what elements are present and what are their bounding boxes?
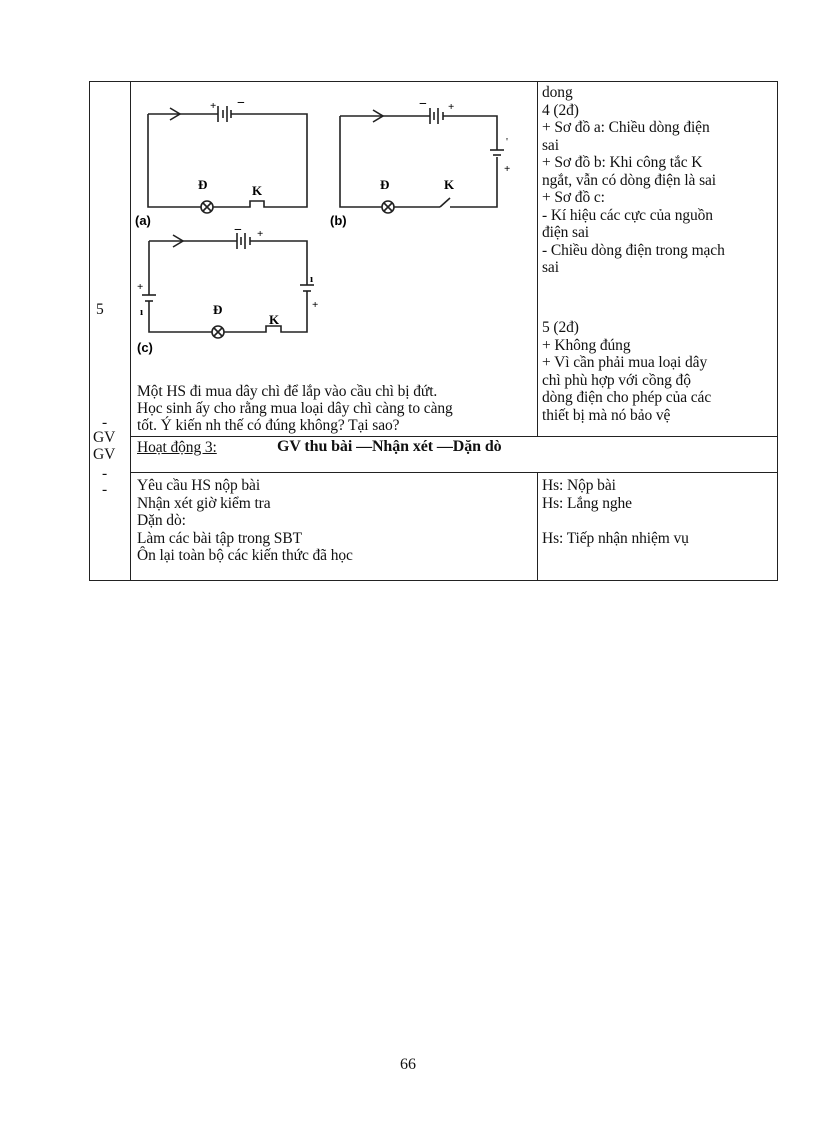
- column-divider-1: [130, 81, 131, 581]
- svg-text:+: +: [257, 228, 263, 240]
- table-border-right: [777, 81, 778, 581]
- svg-text:−: −: [237, 96, 245, 111]
- exercise-number: 5: [96, 301, 104, 318]
- answer-line: - Chiều dòng điện trong mạch: [542, 241, 725, 259]
- svg-text:K: K: [269, 312, 280, 327]
- answer-line: sai: [542, 259, 559, 276]
- page-number: 66: [400, 1056, 416, 1073]
- svg-text:+: +: [448, 101, 454, 113]
- svg-text:(c): (c): [137, 340, 153, 355]
- teacher-line: Dặn dò:: [137, 512, 186, 529]
- answer-line: dòng điện cho phép của các: [542, 389, 712, 406]
- answer-line: ngắt, vẫn có dòng điện là sai: [542, 171, 717, 189]
- answer-line: 5 (2đ): [542, 319, 579, 336]
- teacher-line: Ôn lại toàn bộ các kiến thức đã học: [137, 547, 353, 564]
- svg-text:+: +: [137, 281, 143, 293]
- polarity-plus: +: [210, 100, 216, 112]
- side-mark: GV: [93, 446, 116, 463]
- answer-line: 4 (2đ): [542, 101, 579, 119]
- answers-block-2: 5 (2đ) + Không đúng + Vì cần phải mua lo…: [542, 319, 711, 424]
- question-line: Một HS đi mua dây chì để lắp vào cầu chì…: [137, 383, 438, 400]
- svg-text:K: K: [252, 183, 263, 198]
- svg-text:+: +: [312, 299, 318, 311]
- answer-line: sai: [542, 136, 559, 154]
- table-border-left: [89, 81, 90, 581]
- circuit-diagram-b: − + ' + Đ K (b): [330, 97, 510, 228]
- answer-line: dong: [542, 84, 573, 101]
- table-border-top: [89, 81, 777, 82]
- svg-text:': ': [506, 136, 508, 148]
- question-line: tốt. Ý kiến nh thế có đúng không? Tại sa…: [137, 417, 400, 434]
- svg-text:Đ: Đ: [380, 177, 389, 192]
- student-line: Hs: Lắng nghe: [542, 494, 632, 512]
- row-divider-activity-bottom: [130, 472, 777, 473]
- side-mark: -: [102, 414, 108, 431]
- row-divider-activity-top: [130, 436, 777, 437]
- svg-text:−: −: [234, 228, 242, 238]
- teacher-line: Nhận xét giờ kiểm tra: [137, 494, 271, 512]
- circuit-diagram-c: − + ı + + ı Đ K (c): [137, 228, 318, 355]
- activity-title: GV thu bài —Nhận xét —Dặn dò: [277, 438, 502, 455]
- svg-text:ı: ı: [140, 306, 143, 318]
- answer-line: + Không đúng: [542, 336, 631, 354]
- question-line: Học sinh ấy cho rằng mua loại dây chì cà…: [137, 400, 453, 417]
- svg-text:−: −: [419, 97, 427, 112]
- column-divider-2-top: [537, 81, 538, 437]
- side-mark: GV: [93, 429, 116, 446]
- column-divider-2-bottom: [537, 472, 538, 580]
- student-line: [542, 512, 689, 530]
- svg-text:+: +: [504, 163, 510, 175]
- answer-line: chì phù hợp với cồng độ: [542, 371, 691, 389]
- activity-label: Hoạt động 3:: [137, 439, 217, 456]
- teacher-line: Làm các bài tập trong SBT: [137, 529, 302, 547]
- answer-line: + Sơ đồ a: Chiều dòng điện: [542, 119, 710, 136]
- svg-text:K: K: [444, 177, 455, 192]
- answer-line: + Sơ đồ b: Khi công tắc K: [542, 154, 703, 171]
- svg-text:Đ: Đ: [198, 177, 207, 192]
- answers-block: dong 4 (2đ) + Sơ đồ a: Chiều dòng điện s…: [542, 84, 725, 277]
- table-border-bottom: [89, 580, 777, 581]
- student-actions: Hs: Nộp bài Hs: Lắng nghe Hs: Tiếp nhận …: [542, 477, 689, 547]
- answer-line: điện sai: [542, 224, 589, 241]
- side-mark: -: [102, 465, 108, 482]
- student-line: Hs: Nộp bài: [542, 477, 616, 494]
- answer-line: thiết bị mà nó bảo vệ: [542, 406, 671, 424]
- svg-text:(b): (b): [330, 213, 347, 228]
- answer-line: + Vì cần phải mua loại dây: [542, 354, 708, 371]
- answer-line: + Sơ đồ c:: [542, 189, 605, 206]
- svg-text:ı: ı: [310, 273, 313, 285]
- student-line: Hs: Tiếp nhận nhiệm vụ: [542, 529, 689, 547]
- teacher-actions: Yêu cầu HS nộp bài Nhận xét giờ kiểm tra…: [137, 477, 353, 565]
- svg-text:(a): (a): [135, 213, 151, 228]
- teacher-line: Yêu cầu HS nộp bài: [137, 477, 261, 494]
- answer-line: - Kí hiệu các cực của nguồn: [542, 206, 713, 224]
- side-mark: -: [102, 481, 108, 498]
- svg-text:Đ: Đ: [213, 302, 222, 317]
- circuit-diagram-a: + − Đ K (a): [135, 96, 308, 228]
